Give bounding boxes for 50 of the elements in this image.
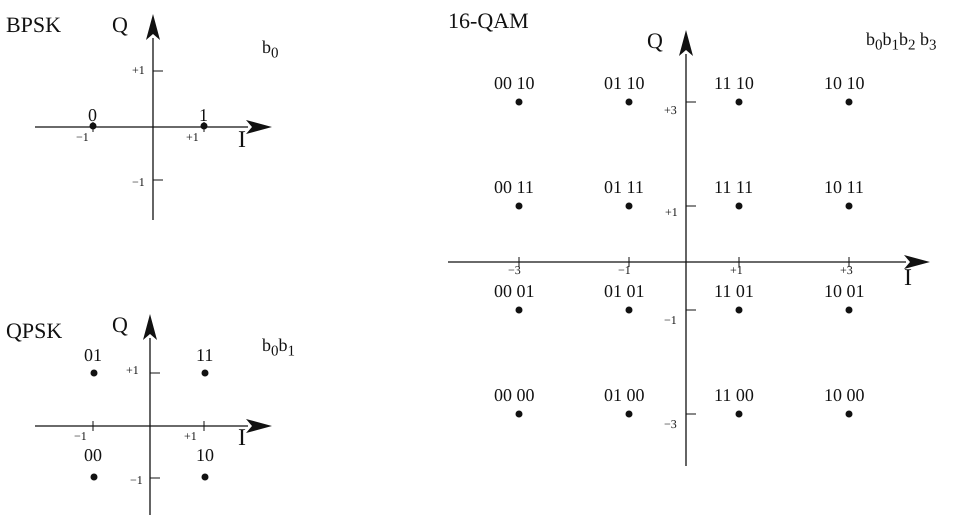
- point-label: 01 00: [604, 386, 644, 404]
- axis-label: Q: [112, 14, 128, 36]
- tick-label: −1: [74, 430, 87, 442]
- tick-label: +3: [840, 264, 853, 276]
- point-label: 11 00: [714, 386, 754, 404]
- point-label: 11 10: [714, 74, 754, 92]
- tick-label: +1: [186, 131, 199, 143]
- bit-label: b$_{0}$b$_{1}$: [262, 336, 295, 360]
- axis-label: Q: [647, 30, 663, 52]
- tick-label: +1: [126, 364, 139, 376]
- axis-label: I: [904, 266, 912, 290]
- point-label: 10 10: [824, 74, 864, 92]
- tick-label: +1: [665, 206, 678, 218]
- point-label: 00 11: [494, 178, 534, 196]
- tick-label: −1: [664, 314, 677, 326]
- axis-label: I: [238, 426, 246, 450]
- tick-label: −1: [76, 131, 89, 143]
- tick-label: +1: [730, 264, 743, 276]
- point-label: 00 01: [494, 282, 534, 300]
- point-label: 0: [88, 106, 97, 124]
- point-label: 11 11: [714, 178, 754, 196]
- axis-label: Q: [112, 314, 128, 336]
- point-label: 01 10: [604, 74, 644, 92]
- bit-label: b$_{0}$b$_{1}$b$_{2}$ b$_{3}$: [866, 30, 936, 54]
- tick-label: −3: [508, 264, 521, 276]
- point-label: 01 11: [604, 178, 644, 196]
- tick-label: −1: [132, 176, 145, 188]
- tick-label: −1: [130, 474, 143, 486]
- point-label: 10 00: [824, 386, 864, 404]
- point-label: 01: [84, 346, 102, 364]
- tick-label: +3: [664, 104, 677, 116]
- tick-label: +1: [184, 430, 197, 442]
- point-label: 10 11: [824, 178, 864, 196]
- point-label: 1: [199, 106, 208, 124]
- panel-title: 16-QAM: [448, 10, 529, 32]
- point-label: 00: [84, 446, 102, 464]
- point-label: 11: [196, 346, 214, 364]
- point-label: 00 10: [494, 74, 534, 92]
- tick-label: +1: [132, 64, 145, 76]
- tick-label: −3: [664, 418, 677, 430]
- point-label: 00 00: [494, 386, 534, 404]
- bit-label: b$_{0}$: [262, 38, 278, 62]
- point-label: 10 01: [824, 282, 864, 300]
- panel-title: BPSK: [6, 14, 62, 36]
- point-label: 10: [196, 446, 214, 464]
- tick-label: −1: [618, 264, 631, 276]
- panel-title: QPSK: [6, 320, 62, 342]
- axis-label: I: [238, 128, 246, 152]
- point-label: 11 01: [714, 282, 754, 300]
- point-label: 01 01: [604, 282, 644, 300]
